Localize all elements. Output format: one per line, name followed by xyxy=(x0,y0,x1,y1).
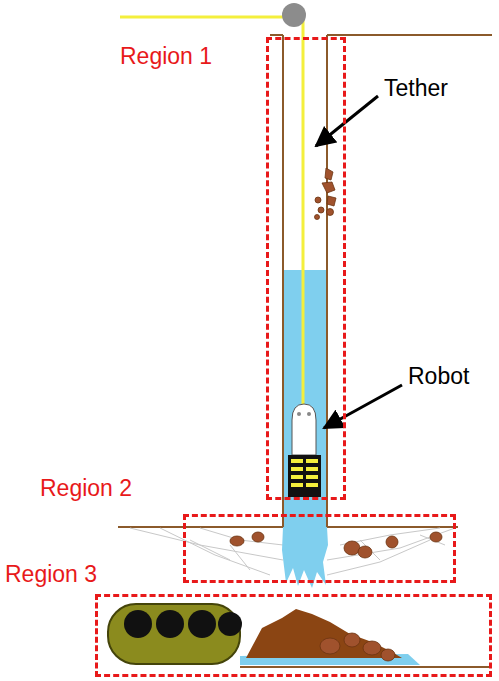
debris-mound xyxy=(246,609,402,658)
borehole-wall xyxy=(326,35,328,528)
mound-rocks xyxy=(320,633,395,661)
tether-pulley xyxy=(282,3,306,27)
region-box: Region 1 xyxy=(266,37,346,500)
leader-arrow xyxy=(316,96,378,146)
region-label: Region 2 xyxy=(40,476,132,501)
leader-arrow xyxy=(324,385,402,428)
borehole-water xyxy=(283,270,327,528)
ice-debris xyxy=(230,532,442,558)
floor-line xyxy=(240,666,490,668)
wall-debris xyxy=(315,168,337,220)
ground-surface xyxy=(327,34,492,36)
robot-symbol xyxy=(288,404,321,497)
crawler-track xyxy=(108,604,242,664)
water-plume xyxy=(282,527,328,588)
callout-label: Tether xyxy=(384,76,448,101)
region-label: Region 3 xyxy=(5,562,97,587)
callout-label: Robot xyxy=(408,364,469,389)
ground-surface xyxy=(270,34,283,36)
region-box: Region 2 xyxy=(183,514,456,583)
region-box: Region 3 xyxy=(95,594,492,677)
tether-line xyxy=(302,20,305,408)
region-label: Region 1 xyxy=(120,44,212,69)
borehole-wall xyxy=(282,35,284,528)
surface-tether xyxy=(120,16,292,19)
